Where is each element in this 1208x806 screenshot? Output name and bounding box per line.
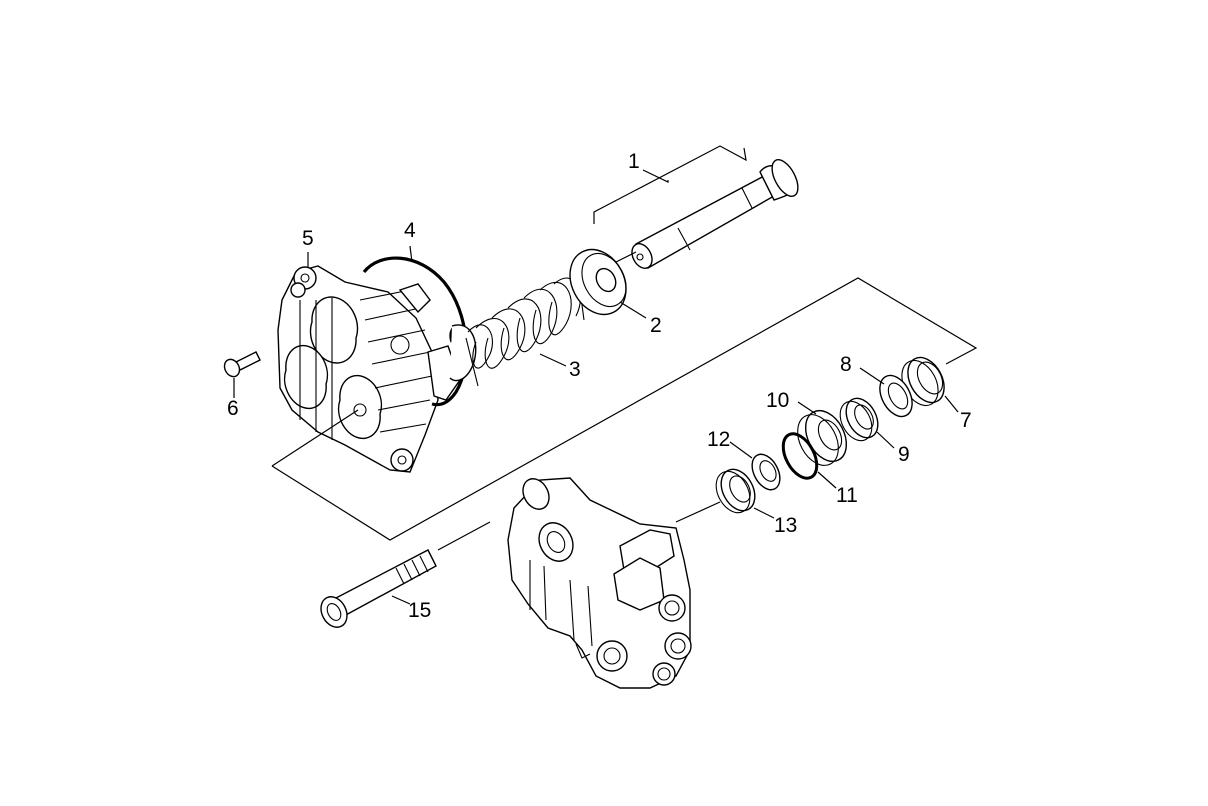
callout-5: 5 [302, 227, 314, 250]
part-2-washer [569, 248, 627, 316]
callout-1: 1 [628, 150, 640, 173]
callout-15: 15 [408, 599, 431, 622]
callout-2: 2 [650, 314, 662, 337]
callout-12: 12 [707, 428, 730, 451]
part-12-ring [751, 453, 781, 491]
callout-3: 3 [569, 358, 581, 381]
part-6-screw [223, 351, 261, 378]
part-4-o-ring [362, 256, 477, 407]
callout-6: 6 [227, 397, 239, 420]
part-15-bolt [320, 549, 437, 628]
callout-4: 4 [404, 219, 416, 242]
callout-9: 9 [898, 443, 910, 466]
part-8-ring [879, 374, 913, 418]
valve-housing [507, 477, 692, 689]
part-7-seal [901, 356, 945, 407]
leader-lines [233, 169, 959, 605]
part-10-seal-holder [797, 410, 848, 466]
callout-7: 7 [960, 409, 972, 432]
callouts: 1 2 3 4 5 6 7 8 9 10 11 12 13 15 [227, 150, 972, 622]
callout-10: 10 [766, 389, 789, 412]
assembly-outline [271, 145, 978, 551]
part-5-pump-head [277, 265, 461, 473]
part-13-seal [715, 468, 756, 514]
part-1-piston [631, 159, 799, 269]
part-3-spring [465, 277, 585, 387]
part-9-seal [839, 397, 879, 442]
callout-11: 11 [836, 484, 858, 507]
callout-8: 8 [840, 353, 852, 376]
part-11-o-ring [781, 432, 819, 480]
callout-13: 13 [774, 514, 797, 537]
